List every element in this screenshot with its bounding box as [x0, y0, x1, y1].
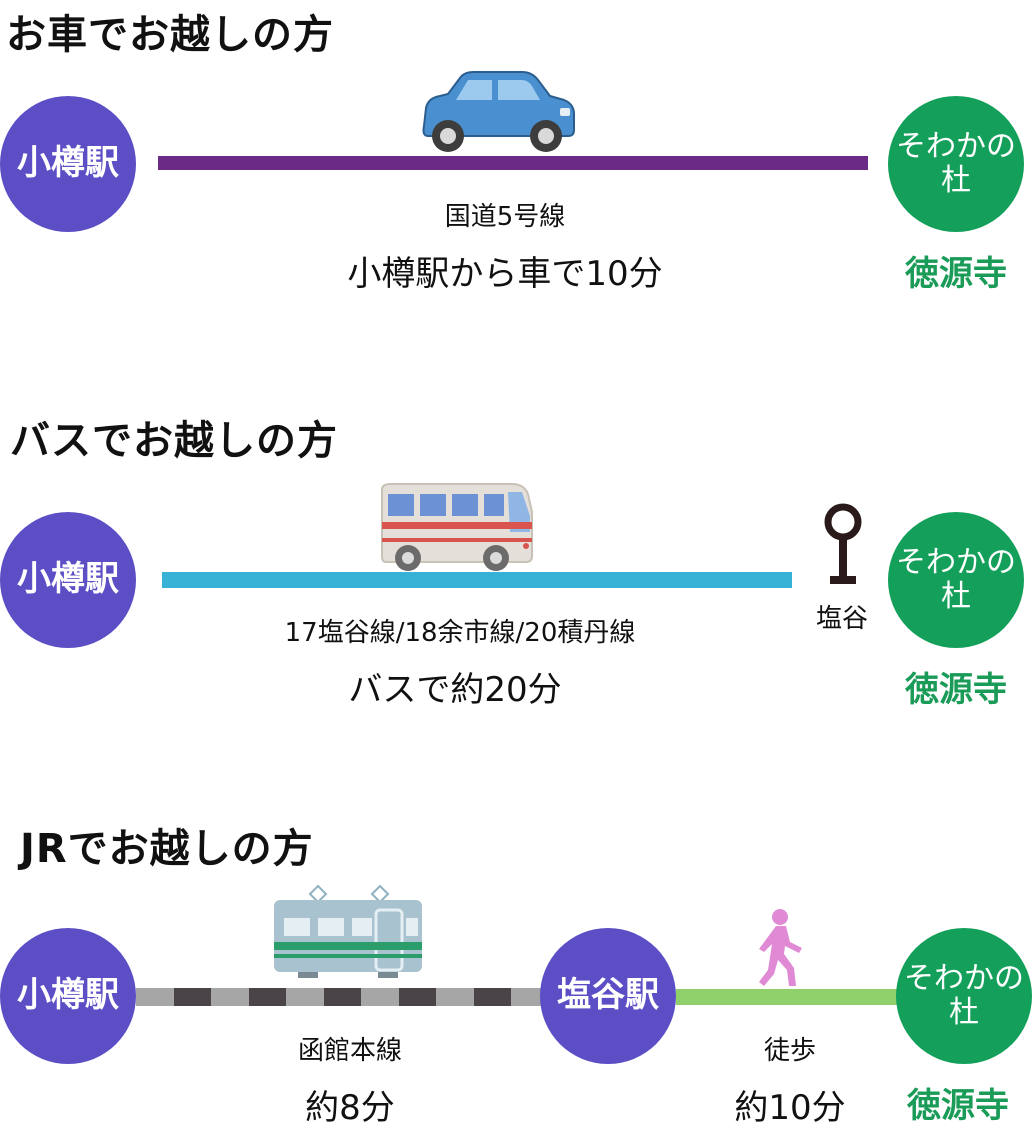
- walk-route-line: [676, 989, 898, 1005]
- bus-icon: [381, 483, 533, 571]
- bus-temple-name: 徳源寺: [905, 670, 1007, 710]
- jr-origin-station: 小樽駅: [0, 928, 136, 1064]
- car-origin-station: 小樽駅: [0, 96, 136, 232]
- jr-section-heading: JRでお越しの方: [20, 826, 314, 872]
- bus-destination-line2: 杜: [941, 579, 971, 614]
- jr-destination-line1: そわかの: [904, 960, 1024, 996]
- car-origin-label: 小樽駅: [17, 143, 119, 184]
- bus-origin-station: 小樽駅: [0, 512, 136, 648]
- bus-route-name: 17塩谷線/18余市線/20積丹線: [284, 618, 636, 648]
- bus-route-line: [162, 572, 792, 588]
- bus-section-heading: バスでお越しの方: [10, 418, 338, 464]
- jr-train-route: 函館本線: [297, 1036, 402, 1066]
- car-destination-line2: 杜: [941, 163, 971, 198]
- bus-destination-line1: そわかの: [896, 544, 1016, 580]
- bus-stop-icon: [824, 503, 862, 584]
- car-section-heading: お車でお越しの方: [6, 12, 334, 58]
- jr-walk-duration: 約10分: [734, 1088, 846, 1128]
- jr-transfer-label: 塩谷駅: [557, 975, 659, 1016]
- car-destination-line1: そわかの: [896, 128, 1016, 164]
- walker-icon: [759, 909, 802, 986]
- jr-train-duration: 約8分: [305, 1088, 395, 1128]
- car-route-line: [158, 156, 868, 170]
- train-icon: [274, 884, 422, 978]
- bus-duration: バスで約20分: [348, 670, 562, 710]
- car-temple-name: 徳源寺: [905, 254, 1007, 294]
- jr-destination-line2: 杜: [949, 995, 979, 1030]
- rail-track: [136, 988, 548, 1006]
- jr-transfer-station: 塩谷駅: [540, 928, 676, 1064]
- car-destination: そわかの 杜: [888, 96, 1024, 232]
- bus-destination: そわかの 杜: [888, 512, 1024, 648]
- car-duration: 小樽駅から車で10分: [347, 254, 663, 294]
- bus-stop-label: 塩谷: [815, 604, 868, 634]
- car-icon: [422, 71, 575, 152]
- jr-walk-route: 徒歩: [763, 1036, 816, 1066]
- jr-destination: そわかの 杜: [896, 928, 1032, 1064]
- jr-temple-name: 徳源寺: [907, 1086, 1009, 1126]
- car-route-name: 国道5号線: [444, 202, 566, 232]
- jr-origin-label: 小樽駅: [17, 975, 119, 1016]
- bus-origin-label: 小樽駅: [17, 559, 119, 600]
